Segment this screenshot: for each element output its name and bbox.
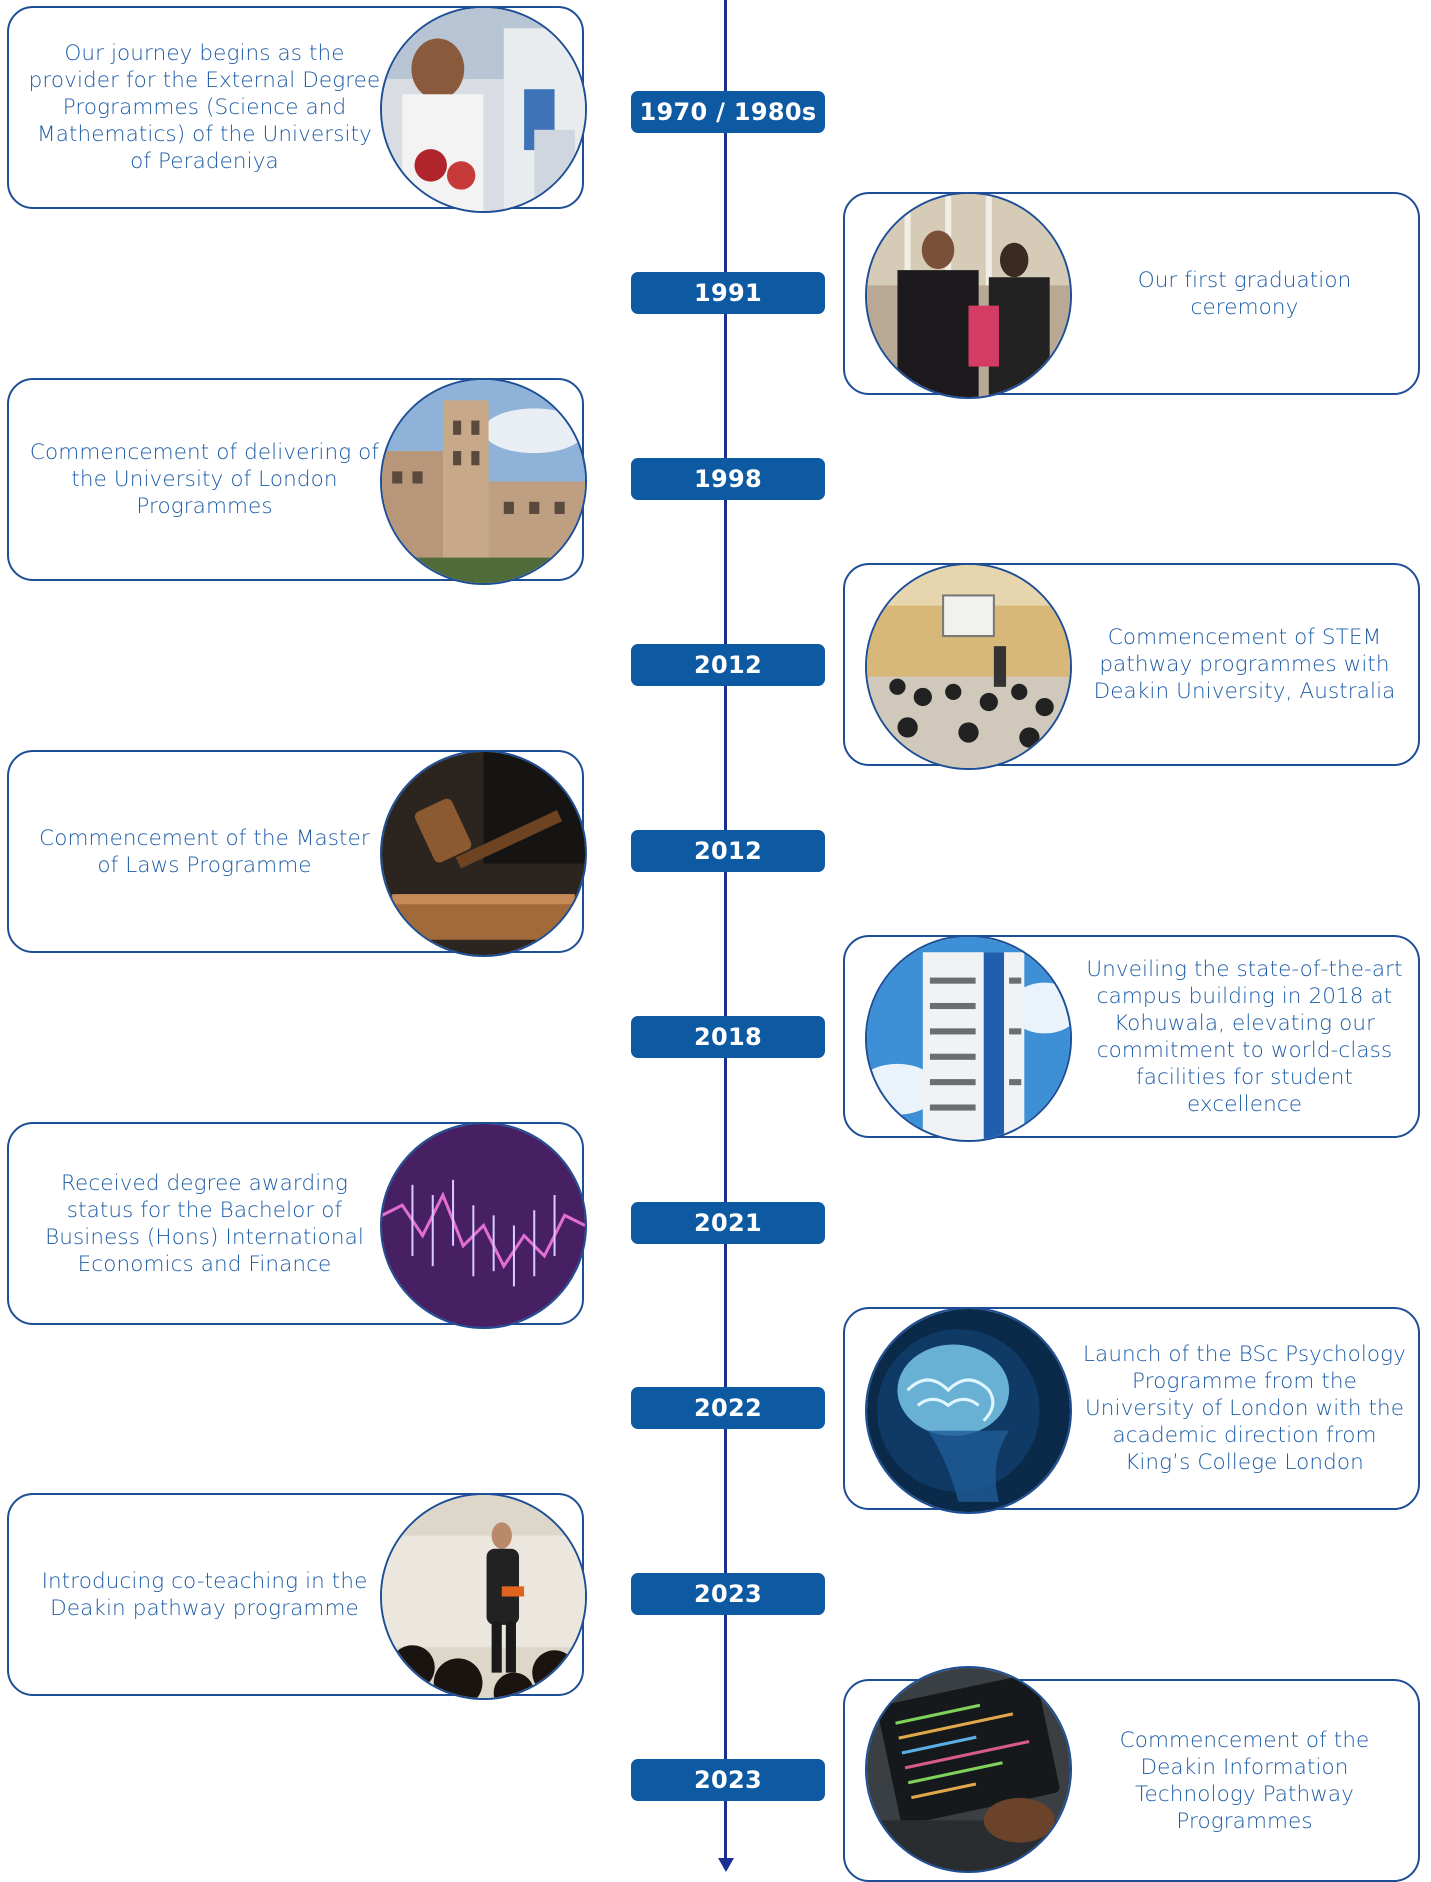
- university-building-photo: [380, 378, 587, 585]
- timeline-axis: [724, 0, 727, 1862]
- campus-tower-photo: [865, 935, 1072, 1142]
- milestone-text: Commencement of STEM pathway programmes …: [1093, 625, 1396, 704]
- milestone-text: Commencement of the Master of Laws Progr…: [39, 825, 370, 878]
- year-badge: 1970 / 1980s: [631, 91, 825, 133]
- year-badge: 2021: [631, 1202, 825, 1244]
- laptop-coding-photo: [865, 1666, 1072, 1873]
- year-badge: 2023: [631, 1573, 825, 1615]
- milestone-text: Launch of the BSc Psychology Programme f…: [1082, 1342, 1407, 1475]
- judge-gavel-photo: [380, 750, 587, 957]
- milestone-text: Unveiling the state-of-the-art campus bu…: [1086, 956, 1403, 1117]
- classroom-teaching-photo: [380, 1493, 587, 1700]
- milestone-text: Our first graduation ceremony: [1137, 267, 1352, 320]
- year-badge: 2018: [631, 1016, 825, 1058]
- timeline-arrow-icon: [718, 1858, 734, 1872]
- milestone-text: Our journey begins as the provider for t…: [28, 41, 381, 174]
- year-badge: 2023: [631, 1759, 825, 1801]
- milestone-text: Introducing co-teaching in the Deakin pa…: [41, 1568, 368, 1621]
- milestone-text: Commencement of the Deakin Information T…: [1119, 1727, 1370, 1834]
- year-badge: 1991: [631, 272, 825, 314]
- year-badge: 1998: [631, 458, 825, 500]
- milestone-card-2022: Launch of the BSc Psychology Programme f…: [843, 1307, 1420, 1510]
- milestone-text: Received degree awarding status for the …: [45, 1170, 364, 1277]
- brain-illustration-photo: [865, 1307, 1072, 1514]
- year-badge: 2012: [631, 644, 825, 686]
- graduation-ceremony-photo: [865, 192, 1072, 399]
- finance-chart-photo: [380, 1122, 587, 1329]
- year-badge: 2012: [631, 830, 825, 872]
- year-badge: 2022: [631, 1387, 825, 1429]
- laboratory-scientist-photo: [380, 6, 587, 213]
- milestone-text: Commencement of delivering of the Univer…: [29, 440, 380, 519]
- lecture-hall-photo: [865, 563, 1072, 770]
